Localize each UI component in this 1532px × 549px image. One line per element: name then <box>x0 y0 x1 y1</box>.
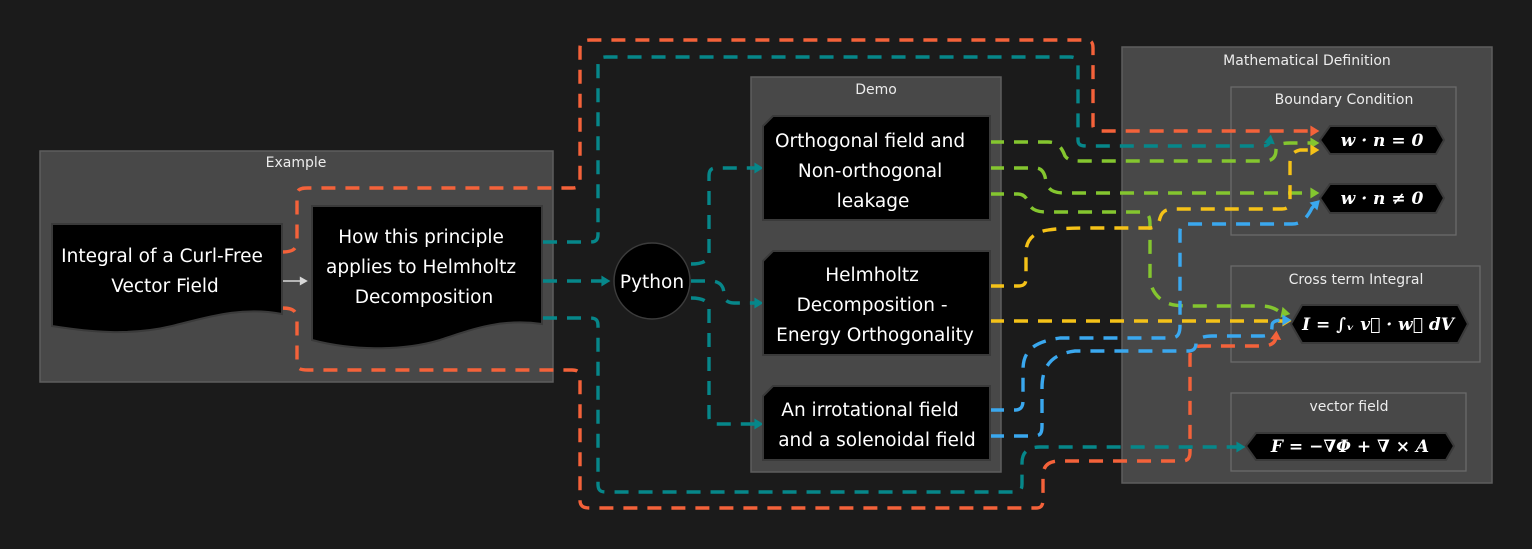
node-python[interactable]: Python <box>613 242 691 320</box>
node-helmholtz-principle[interactable]: How this principle applies to Helmholtz … <box>311 205 543 350</box>
edge-helmholtz-to-wn-zero[interactable] <box>543 55 1272 244</box>
edge-python-to-orthogonal[interactable] <box>690 166 758 266</box>
group-demo-label: Demo <box>855 82 897 98</box>
group-math[interactable]: Mathematical Definition <box>1121 46 1493 484</box>
node-vector-field-shape <box>1244 432 1456 461</box>
edge-irrotational-to-wn-nonzero-arrowhead <box>1309 200 1320 211</box>
node-helmholtz-principle-label: How this principle applies to Helmholtz … <box>326 227 522 308</box>
node-energy-label: Helmholtz Decomposition - Energy Orthogo… <box>776 265 974 346</box>
node-irrotational-shape <box>762 385 991 461</box>
node-python-label: Python <box>620 272 684 293</box>
node-energy-orthogonality[interactable]: Helmholtz Decomposition - Energy Orthogo… <box>762 250 991 356</box>
node-irrotational-field[interactable]: An irrotational field and a solenoidal f… <box>762 385 991 461</box>
node-curl-free-shape <box>51 223 283 334</box>
edge-helmholtz-to-wn-zero-arrowhead <box>1263 134 1275 145</box>
arrowheads-layer <box>299 125 1320 453</box>
edge-irrotational-to-wn-nonzero[interactable] <box>990 202 1318 412</box>
node-wn-zero[interactable]: w · n = 0 <box>1318 125 1446 155</box>
edge-curlfree-to-wn-zero-arrowhead <box>1310 125 1320 137</box>
group-cross-label: Cross term Integral <box>1289 272 1424 288</box>
node-orthogonal-field[interactable]: Orthogonal field and Non-orthogonal leak… <box>762 115 991 221</box>
edge-helmholtz-to-vector-field-arrowhead <box>1236 441 1246 453</box>
edge-irrotational-to-cross-integral-arrowhead <box>1282 314 1292 326</box>
edge-curlfree-to-cross-integral-arrowhead <box>1270 330 1282 341</box>
node-python-shape <box>613 242 691 320</box>
group-vector-frame <box>1230 392 1467 472</box>
node-vector-field-label: F = −∇Φ + ∇ × A <box>1270 437 1429 457</box>
group-vector-field[interactable]: vector field <box>1230 392 1467 472</box>
node-wn-nonzero-shape <box>1318 183 1446 214</box>
group-cross-frame <box>1230 265 1481 363</box>
group-example-label: Example <box>266 155 327 171</box>
edge-python-to-energy[interactable] <box>691 279 758 305</box>
node-wn-zero-shape <box>1318 125 1446 155</box>
group-vector-label: vector field <box>1309 399 1388 415</box>
edges-layer <box>281 38 1318 510</box>
edge-curlfree-to-cross-integral[interactable] <box>281 306 1278 510</box>
node-cross-integral-label: I = ∫ᵥ v⃗ · w⃗ dV <box>1301 315 1456 335</box>
edge-python-to-irrotational-arrowhead <box>754 418 764 430</box>
edge-orthogonal-to-wn-nonzero-arrowhead <box>1310 187 1320 199</box>
node-wn-zero-label: w · n = 0 <box>1341 131 1424 151</box>
node-vector-field[interactable]: F = −∇Φ + ∇ × A <box>1244 432 1456 461</box>
node-energy-shape <box>762 250 991 356</box>
node-orthogonal-label: Orthogonal field and Non-orthogonal leak… <box>775 131 971 212</box>
node-cross-integral-shape <box>1289 304 1470 344</box>
group-math-frame <box>1121 46 1493 484</box>
node-cross-integral[interactable]: I = ∫ᵥ v⃗ · w⃗ dV <box>1289 304 1470 344</box>
group-boundary-label: Boundary Condition <box>1275 92 1414 108</box>
node-wn-nonzero-label: w · n ≠ 0 <box>1341 189 1424 209</box>
node-curl-free-label: Integral of a Curl-Free Vector Field <box>61 246 269 297</box>
node-curl-free-integral[interactable]: Integral of a Curl-Free Vector Field <box>51 223 283 334</box>
node-irrotational-label: An irrotational field and a solenoidal f… <box>778 400 976 451</box>
edge-orthogonal-to-wn-zero-arrowhead <box>1310 137 1320 149</box>
edge-python-to-energy-arrowhead <box>754 297 764 309</box>
edge-energy-to-wn-zero-arrowhead <box>1310 144 1320 156</box>
node-wn-nonzero[interactable]: w · n ≠ 0 <box>1318 183 1446 214</box>
edge-irrotational-to-cross-integral[interactable] <box>990 318 1287 438</box>
edge-helmholtz-to-python-arrowhead <box>601 275 611 287</box>
edge-orthogonal-to-cross-integral[interactable] <box>990 192 1286 315</box>
edge-orthogonal-to-wn-zero[interactable] <box>990 140 1314 163</box>
edge-curlfree-to-wn-zero[interactable] <box>281 38 1314 254</box>
edge-curlfree-to-helmholtz-arrowhead <box>299 276 308 286</box>
node-orthogonal-shape <box>762 115 991 221</box>
edge-orthogonal-to-wn-nonzero[interactable] <box>990 166 1314 195</box>
edge-python-to-orthogonal-arrowhead <box>754 162 764 174</box>
edge-helmholtz-to-vector-field[interactable] <box>543 316 1240 494</box>
group-math-label: Mathematical Definition <box>1223 53 1391 69</box>
group-cross-term[interactable]: Cross term Integral <box>1230 265 1481 363</box>
edge-python-to-irrotational[interactable] <box>690 296 758 426</box>
node-helmholtz-principle-shape <box>311 205 543 350</box>
